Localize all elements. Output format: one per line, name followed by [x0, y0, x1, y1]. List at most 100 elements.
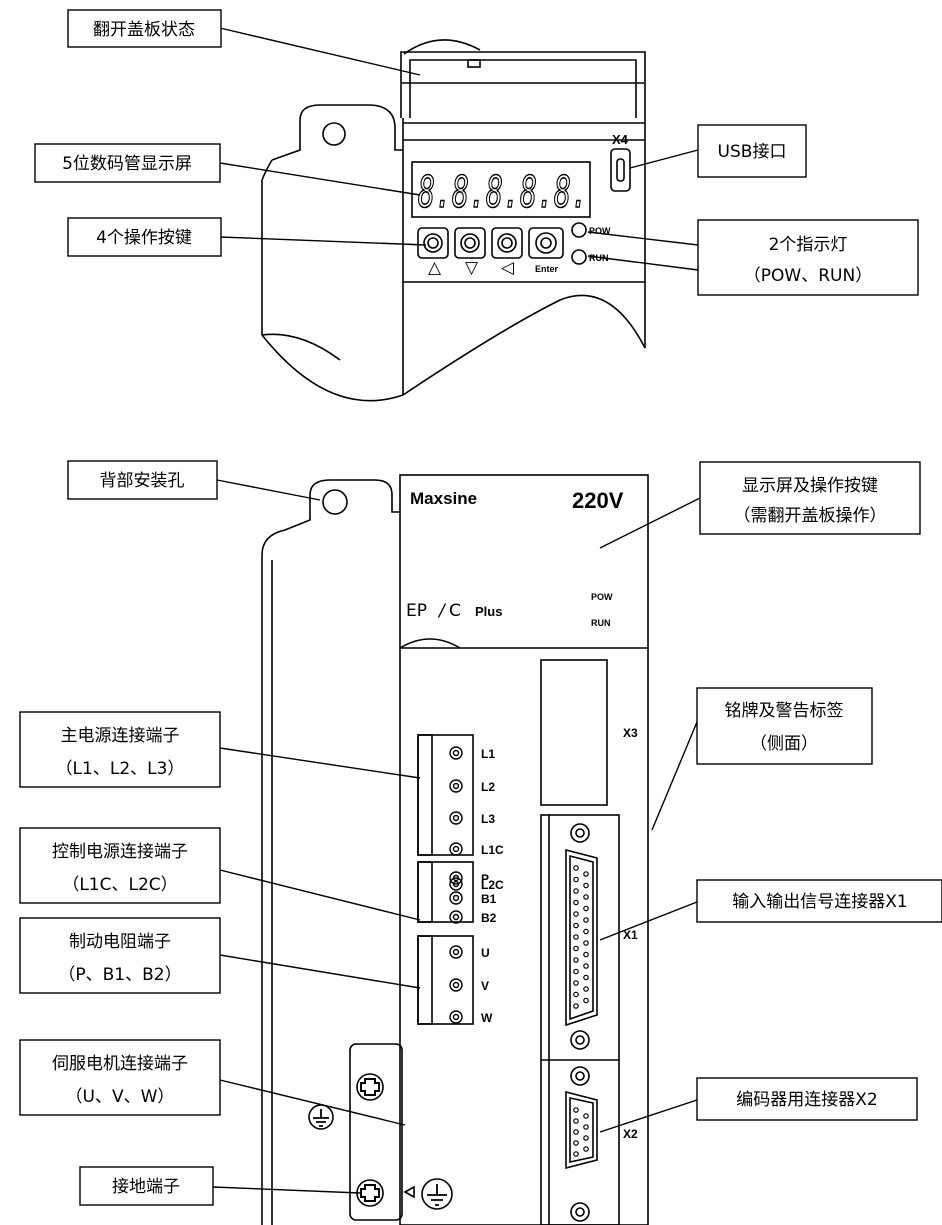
- x3-window: [540, 659, 608, 806]
- callout-motor-line2: （U、V、W）: [66, 1087, 175, 1107]
- dsub-pin: [583, 997, 589, 1004]
- terminal-label: W: [481, 1011, 493, 1025]
- dsub-pin: [573, 968, 579, 975]
- dsub-pin: [583, 1113, 589, 1119]
- label-run-front: RUN: [591, 618, 611, 628]
- label-x4: X4: [612, 132, 629, 147]
- terminal-screw-center: [452, 845, 460, 853]
- led-run-top: [571, 249, 587, 265]
- callout-display: 5位数码管显示屏: [62, 154, 192, 174]
- callout-ground: 接地端子: [112, 1177, 180, 1197]
- key-down-label: ▽: [465, 258, 479, 278]
- key-down[interactable]: [454, 227, 486, 259]
- ground-symbol-icon: [421, 1178, 453, 1210]
- terminal-label: L2: [481, 780, 495, 794]
- terminal-screw[interactable]: [449, 978, 463, 992]
- callout-mount-hole: 背部安装孔: [100, 471, 185, 491]
- terminal-screw[interactable]: [449, 877, 463, 891]
- terminal-label: L2C: [481, 878, 504, 892]
- terminal-screw[interactable]: [449, 842, 463, 856]
- mount-hole-top: [322, 122, 346, 146]
- callout-ctrl-power-line2: （L1C、L2C）: [62, 875, 177, 895]
- x1-dsub-connector[interactable]: [565, 848, 598, 1027]
- terminal-screw-center: [452, 874, 460, 882]
- key-up-label: △: [428, 258, 442, 278]
- segment-display: [411, 161, 591, 218]
- callout-ctrl-power-line1: 控制电源连接端子: [52, 842, 188, 862]
- dsub-pin: [583, 905, 589, 912]
- callout-nameplate-line1: 铭牌及警告标签: [725, 701, 844, 721]
- dsub-pin: [573, 1107, 579, 1113]
- mount-hole-front: [322, 489, 348, 515]
- dsub-pin: [583, 951, 589, 958]
- terminal-label: L1: [481, 747, 495, 761]
- dsub-pin: [583, 894, 589, 900]
- model-plus: Plus: [475, 604, 502, 619]
- callout-leds-line1: 2个指示灯: [769, 235, 848, 255]
- dsub-pin: [573, 888, 579, 894]
- dsub-pin: [583, 940, 589, 946]
- model-ep: EP: [406, 601, 427, 621]
- dsub-pin: [583, 1124, 589, 1130]
- terminal-screw[interactable]: [449, 871, 463, 885]
- dsub-pin: [573, 980, 579, 986]
- callout-leds-line2: （POW、RUN）: [744, 266, 872, 286]
- terminal-block-main-ctrl[interactable]: [417, 734, 474, 856]
- key-up[interactable]: [417, 227, 449, 259]
- terminal-screw[interactable]: [449, 779, 463, 793]
- terminal-label: B1: [481, 892, 497, 906]
- label-x3: X3: [623, 726, 638, 740]
- dsub-pin: [573, 1003, 579, 1009]
- terminal-block-brake[interactable]: [417, 861, 474, 923]
- dsub-pin: [583, 974, 589, 981]
- dsub-pin: [573, 1129, 579, 1135]
- terminal-block-motor[interactable]: [417, 935, 474, 1025]
- key-shift[interactable]: [491, 227, 523, 259]
- callout-brake-line1: 制动电阻端子: [69, 932, 171, 952]
- label-pow-top: POW: [589, 226, 611, 236]
- terminal-screw[interactable]: [449, 811, 463, 825]
- dsub-pin: [583, 963, 589, 969]
- callout-boxes: [19, 9, 942, 1206]
- x2-dsub-connector[interactable]: [565, 1090, 598, 1170]
- callout-keys: 4个操作按键: [96, 228, 192, 248]
- terminal-screw-center: [452, 1013, 460, 1021]
- terminal-screw[interactable]: [449, 891, 463, 905]
- callout-main-power-line2: （L1、L2、L3）: [56, 759, 185, 779]
- dsub-pin: [573, 945, 579, 952]
- key-enter-label: Enter: [535, 264, 559, 274]
- terminal-screw-center: [452, 749, 460, 757]
- terminal-screw[interactable]: [449, 1010, 463, 1024]
- brand-logo: Maxsine: [410, 489, 477, 508]
- terminal-label: B2: [481, 911, 497, 925]
- callout-nameplate-line2: （侧面）: [750, 734, 818, 754]
- dsub-pin: [573, 876, 579, 883]
- ground-screw-upper[interactable]: [356, 1073, 384, 1101]
- callout-brake-line2: （P、B1、B2）: [58, 965, 181, 985]
- dsub-pin: [583, 1146, 589, 1152]
- dsub-pin: [573, 991, 579, 998]
- dsub-pin: [573, 1140, 579, 1146]
- dsub-pin: [573, 899, 579, 906]
- dsub-pin: [583, 871, 589, 877]
- dsub-pin: [573, 922, 579, 929]
- key-enter[interactable]: [528, 227, 564, 259]
- dsub-pin: [583, 882, 589, 889]
- terminal-screw[interactable]: [449, 910, 463, 924]
- label-x1: X1: [623, 928, 638, 942]
- terminal-label: L3: [481, 812, 495, 826]
- usb-port[interactable]: [610, 148, 631, 192]
- terminal-screw-center: [452, 981, 460, 989]
- model-c: C: [449, 601, 461, 621]
- terminal-label: U: [481, 946, 490, 960]
- dsub-pin: [573, 911, 579, 917]
- callout-motor-line1: 伺服电机连接端子: [52, 1054, 188, 1074]
- callout-display-keys-line2: （需翻开盖板操作）: [734, 506, 887, 526]
- terminal-screw[interactable]: [449, 945, 463, 959]
- front-drive-outline: [261, 474, 649, 1225]
- terminal-label: V: [481, 979, 489, 993]
- callout-display-keys-line1: 显示屏及操作按键: [742, 476, 878, 496]
- dsub-pin: [573, 957, 579, 963]
- top-drive-outline: [261, 39, 646, 402]
- terminal-screw[interactable]: [449, 746, 463, 760]
